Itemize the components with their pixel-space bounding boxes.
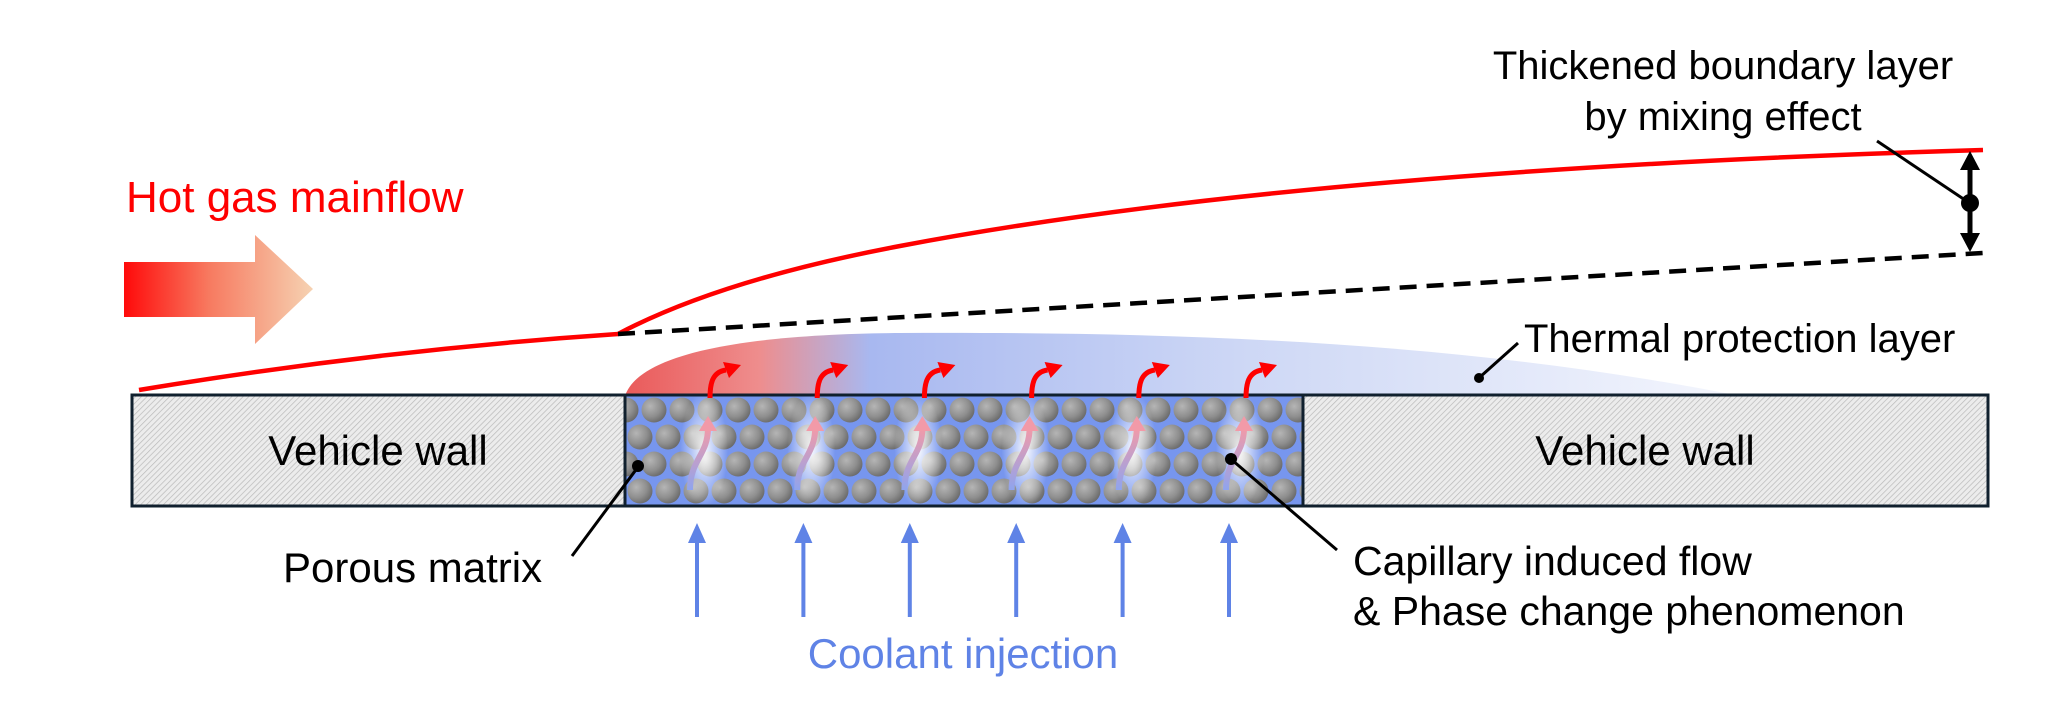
capillary-arrowhead-icon [699, 416, 717, 431]
porous-particle [725, 451, 751, 477]
coolant-arrow-icon [794, 523, 813, 617]
capillary-flow-arrow-icon [901, 427, 926, 491]
vapor-outflow-arrow-icon [1243, 367, 1263, 399]
porous-particle [627, 478, 653, 504]
porous-particle [837, 397, 863, 423]
vapor-outflow-arrowhead-icon [723, 362, 741, 378]
vapor-outflow-arrowhead-icon [1151, 362, 1170, 378]
coolant-arrow-icon [1220, 523, 1238, 617]
porous-particle [767, 478, 793, 504]
capillary-arrowhead-icon [806, 416, 825, 431]
porous-particle [1089, 451, 1115, 477]
boundary-layer-curve [138, 147, 1984, 393]
capillary-arrowhead-icon [1235, 416, 1253, 431]
thermal-protection-layer [625, 332, 1740, 396]
porous-particle [1187, 424, 1213, 450]
thermal-protection-label: Thermal protection layer [1524, 317, 1955, 361]
capillary-leader [1225, 453, 1338, 552]
porous-particle [1159, 424, 1185, 450]
porous-particle [1257, 397, 1283, 423]
porous-matrix-leader [570, 460, 644, 557]
thickened-label-line2: by mixing effect [1584, 95, 1861, 139]
capillary-arrowhead-icon [913, 416, 932, 431]
vehicle-wall-right [1301, 393, 1990, 508]
porous-particle [851, 478, 877, 504]
porous-particle [1201, 397, 1227, 423]
porous-particle [739, 424, 765, 450]
capillary-flow-arrow-icon [794, 427, 819, 491]
porous-particle [753, 397, 779, 423]
porous-matrix [623, 393, 1305, 508]
porous-particle [627, 424, 653, 450]
vapor-outflow-arrow-icon [921, 367, 941, 399]
porous-particle [963, 478, 989, 504]
coolant-arrow-icon [1007, 523, 1026, 617]
porous-particle [1047, 478, 1073, 504]
vapor-outflow-arrow-icon [814, 367, 834, 399]
vapor-outflow-arrowhead-icon [830, 362, 849, 378]
porous-particle [655, 424, 681, 450]
porous-particle [641, 397, 667, 423]
porous-particle [1075, 424, 1101, 450]
porous-particle [977, 451, 1003, 477]
porous-particle [625, 397, 639, 423]
porous-particle [1173, 397, 1199, 423]
porous-particle [865, 451, 891, 477]
porous-particle [767, 424, 793, 450]
porous-particle [1061, 451, 1087, 477]
capillary-flow-arrow-icon [687, 427, 711, 491]
coolant-arrow-icon [688, 523, 706, 617]
capillary-arrowhead-icon [1020, 416, 1039, 431]
porous-particle [1173, 451, 1199, 477]
porous-particle [1285, 451, 1303, 477]
coolant-arrow-icon [1113, 523, 1132, 617]
capillary-flow-arrow-icon [1008, 427, 1033, 491]
capillary-label-line1: Capillary induced flow [1353, 538, 1752, 584]
hot-gas-label: Hot gas mainflow [126, 173, 464, 222]
vapor-outflow-arrowhead-icon [937, 362, 956, 378]
porous-particle [935, 478, 961, 504]
porous-particle [655, 478, 681, 504]
thickened-label-line1: Thickened boundary layer [1493, 44, 1953, 88]
capillary-label-line2: & Phase change phenomenon [1353, 588, 1905, 634]
thermal-protection-leader [1474, 341, 1520, 383]
porous-particle [1159, 478, 1185, 504]
porous-particle [641, 451, 667, 477]
vapor-outflow-arrowhead-icon [1259, 362, 1277, 378]
porous-particle [977, 397, 1003, 423]
thickness-double-arrow-icon [1876, 139, 1980, 252]
porous-particle [851, 424, 877, 450]
porous-particle [725, 397, 751, 423]
capillary-arrowhead-icon [1127, 416, 1146, 431]
hot-gas-arrow-icon [124, 235, 313, 344]
porous-particle [1047, 424, 1073, 450]
vapor-outflow-arrow-icon [707, 367, 727, 399]
porous-particle [753, 451, 779, 477]
porous-particle [1271, 424, 1297, 450]
porous-particle [1089, 397, 1115, 423]
vehicle-wall-left [130, 393, 627, 508]
porous-particle [739, 478, 765, 504]
vehicle-wall-left-label: Vehicle wall [268, 427, 487, 474]
porous-particle [949, 397, 975, 423]
vapor-outflow-arrowhead-icon [1044, 362, 1063, 378]
vehicle-wall-right-label: Vehicle wall [1535, 427, 1754, 474]
capillary-flow-arrow-icon [1115, 427, 1140, 491]
vapor-outflow-arrow-icon [1029, 367, 1049, 399]
porous-particle [1061, 397, 1087, 423]
porous-particle [1271, 478, 1297, 504]
porous-particle [879, 478, 905, 504]
undisturbed-boundary-line [617, 250, 1984, 337]
coolant-injection-label: Coolant injection [808, 630, 1119, 677]
porous-particle [1285, 397, 1303, 423]
porous-particle [1187, 478, 1213, 504]
porous-particle [837, 451, 863, 477]
porous-particle [963, 424, 989, 450]
coolant-arrow-icon [900, 523, 919, 617]
porous-particle [865, 397, 891, 423]
vapor-outflow-arrow-icon [1136, 367, 1156, 399]
porous-particle [1075, 478, 1101, 504]
porous-particle [949, 451, 975, 477]
porous-matrix-label: Porous matrix [283, 544, 542, 591]
